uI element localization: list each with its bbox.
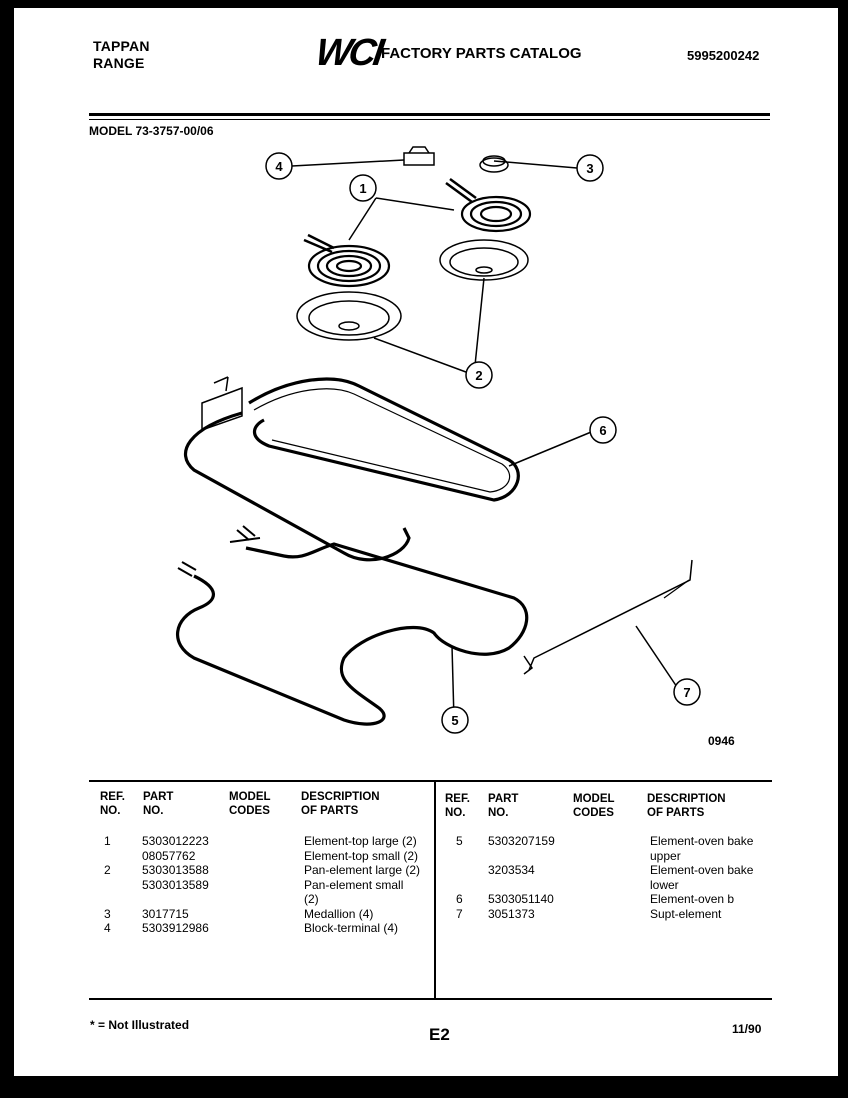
header-part-right: PART NO. <box>488 793 519 819</box>
header-rule-thin <box>89 119 770 120</box>
header-model-right: MODEL CODES <box>573 793 615 819</box>
header-model-left: MODEL CODES <box>229 791 271 817</box>
callout-1: 1 <box>359 181 366 196</box>
header-desc-right: DESCRIPTION OF PARTS <box>647 793 726 819</box>
brand-line-2: RANGE <box>93 55 145 71</box>
table-row: upper <box>650 848 681 863</box>
brand-block: TAPPAN RANGE <box>93 38 150 72</box>
header-ref-right: REF. NO. <box>445 793 470 819</box>
parts-diagram: 4 3 1 2 6 5 7 0946 <box>176 146 735 748</box>
catalog-date: 11/90 <box>732 1022 762 1036</box>
table-divider <box>434 780 436 1000</box>
callout-5: 5 <box>451 713 458 728</box>
table-bottom-rule <box>89 998 772 1000</box>
callout-7: 7 <box>683 685 690 700</box>
page-code: E2 <box>429 1025 450 1044</box>
header-desc-left: DESCRIPTION OF PARTS <box>301 791 380 817</box>
diagram-code: 0946 <box>708 734 735 748</box>
catalog-page: TAPPAN RANGE WCI FACTORY PARTS CATALOG 5… <box>14 8 838 1076</box>
callout-3: 3 <box>586 161 593 176</box>
callout-6: 6 <box>599 423 606 438</box>
callout-4: 4 <box>275 159 283 174</box>
callout-2: 2 <box>475 368 482 383</box>
table-top-rule <box>89 780 772 782</box>
table-row: (2) <box>304 892 319 906</box>
header-rule <box>89 113 770 116</box>
header-part-left: PART NO. <box>143 791 174 817</box>
not-illustrated-note: * = Not Illustrated <box>90 1018 190 1032</box>
brand-line-1: TAPPAN <box>93 38 150 54</box>
table-row: lower <box>650 877 679 892</box>
model-line: MODEL 73-3757-00/06 <box>89 124 214 138</box>
catalog-number: 5995200242 <box>687 48 760 63</box>
catalog-title: FACTORY PARTS CATALOG <box>381 45 582 62</box>
header-ref-left: REF. NO. <box>100 791 125 817</box>
